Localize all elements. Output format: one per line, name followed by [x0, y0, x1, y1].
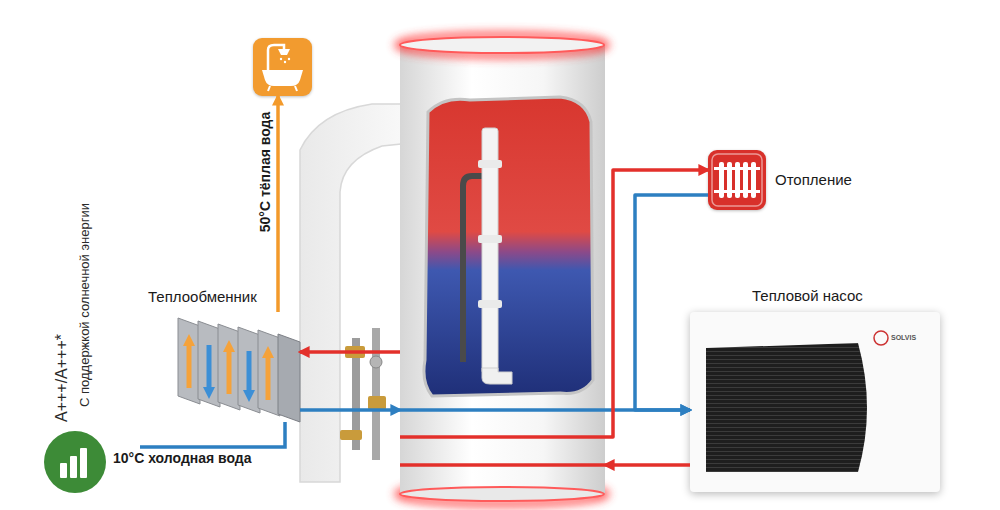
- pipe-connector: [605, 170, 708, 437]
- flow-arrow: [223, 340, 235, 352]
- flow-arrow: [203, 387, 215, 399]
- pipe-connector: [635, 195, 708, 410]
- tank-tube-elbow: [482, 368, 512, 384]
- node-label: Отопление: [775, 172, 852, 189]
- cold-water-pipe: [140, 422, 285, 447]
- brass-fitting: [340, 430, 362, 440]
- pipe-connector: [605, 463, 690, 467]
- flow-arrow: [183, 334, 195, 346]
- flow-arrow: [207, 345, 212, 387]
- brass-fitting: [345, 346, 365, 358]
- pipe-connector: [300, 408, 400, 412]
- fan-grille: [706, 343, 867, 472]
- exchanger-plate: [198, 321, 220, 407]
- flow-arrow: [227, 352, 232, 394]
- efficiency-class: A+++/A+++*: [53, 334, 71, 422]
- radiator-fin: [743, 162, 748, 198]
- fitting-pipe: [372, 328, 380, 460]
- flow-arrow: [262, 346, 274, 358]
- badge-bar: [60, 463, 67, 478]
- heat-exchanger: Теплообменник: [172, 312, 300, 422]
- shower-pipe: [268, 45, 284, 72]
- exchanger-plate: [178, 318, 200, 404]
- radiator-bar: [714, 167, 760, 170]
- tank-body: [400, 45, 605, 495]
- brand-logo: [874, 331, 888, 345]
- energy-badge: [44, 431, 106, 493]
- radiator-fin: [751, 162, 756, 198]
- bathtub-leg: [268, 86, 270, 91]
- connector-layer: [278, 96, 708, 465]
- radiator-frame: [712, 154, 762, 206]
- flow-arrow: [247, 351, 252, 390]
- brass-fitting: [368, 396, 386, 410]
- fitting-pipe: [352, 338, 360, 450]
- radiator-fin: [719, 162, 724, 198]
- flow-arrow: [243, 390, 255, 402]
- heat-pump-unit: Тепловой насос: [690, 312, 940, 492]
- storage-tank: [400, 35, 605, 500]
- tank-tube-ring: [478, 300, 502, 308]
- radiator-fin: [727, 162, 732, 198]
- node-label: 50°C тёплая вода: [258, 112, 273, 232]
- tank-bottom-rim: [400, 487, 604, 501]
- pipe-red: [400, 463, 605, 467]
- exchanger-end-plate: [278, 334, 300, 422]
- valve: [370, 356, 382, 368]
- flow-arrow: [266, 358, 271, 400]
- tank-top-cap: [400, 37, 604, 53]
- exchanger-plate: [218, 324, 240, 410]
- cold-water-label: 10°C холодная вода: [113, 451, 252, 466]
- exchanger-plate: [238, 327, 260, 413]
- water-drop: [288, 58, 290, 60]
- exchanger-plate: [258, 330, 280, 416]
- badge-bar: [70, 456, 77, 478]
- solar-note: С поддержкой солнечной энергии: [78, 203, 92, 407]
- pipe-red: [400, 435, 605, 439]
- bathtub-icon: [262, 70, 303, 86]
- badge-bar: [80, 448, 87, 478]
- pipe-connector: [605, 408, 690, 412]
- bathtub-leg: [295, 86, 297, 91]
- water-drop: [284, 61, 286, 63]
- pipe-blue: [400, 408, 605, 412]
- static-artwork: [44, 45, 888, 493]
- node-label: Тепловой насос: [752, 288, 863, 305]
- pipe-connector: [276, 96, 280, 312]
- water-drop: [280, 58, 282, 60]
- tank-tube-ring: [478, 235, 502, 243]
- tank-top-glow: [398, 35, 606, 55]
- flow-arrow: [187, 346, 192, 388]
- pipe-connector: [300, 350, 400, 354]
- radiator-box: Отопление: [708, 150, 766, 210]
- node-label: Теплообменник: [148, 289, 257, 306]
- radiator-fin: [735, 162, 740, 198]
- radiator-bar: [714, 190, 760, 193]
- tank-cutaway: [424, 97, 593, 396]
- tank-tube-ring: [478, 160, 502, 168]
- outlet-icon-box: 50°C тёплая вода: [253, 38, 312, 96]
- shower-head: [278, 49, 290, 55]
